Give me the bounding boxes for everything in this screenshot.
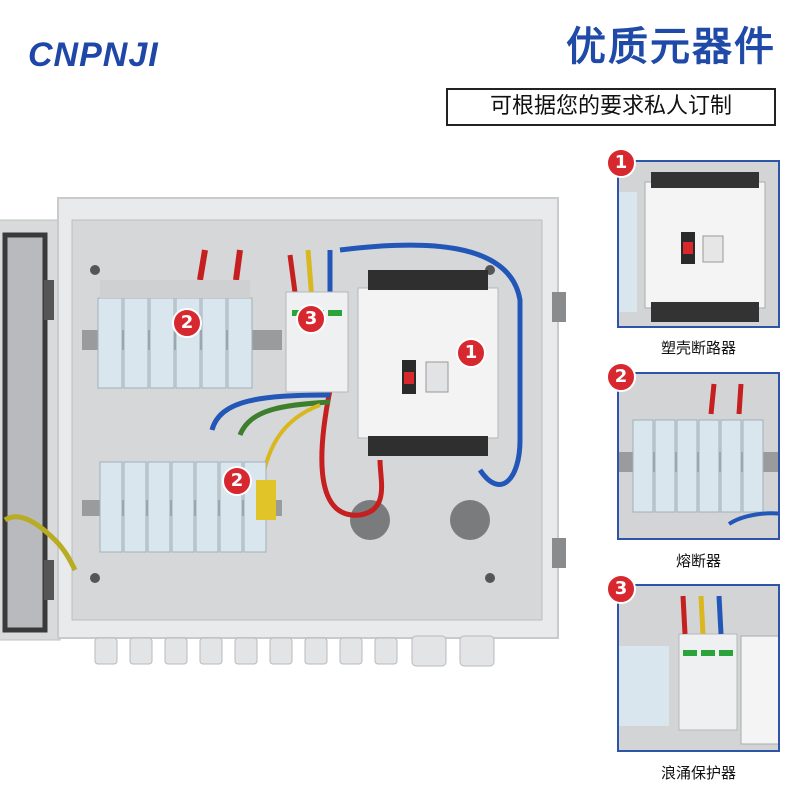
callout-badge-1: 1 bbox=[606, 148, 636, 178]
callout-badge-2: 2 bbox=[606, 362, 636, 392]
combiner-box-illustration bbox=[0, 197, 566, 667]
badge-mccb: 1 bbox=[456, 338, 486, 368]
headline: 优质元器件 bbox=[566, 24, 776, 70]
badge-fuse-bottom: 2 bbox=[222, 466, 252, 496]
callout-panel-spd bbox=[617, 584, 780, 752]
badge-spd: 3 bbox=[296, 304, 326, 334]
caption-fuse: 熔断器 bbox=[675, 552, 721, 570]
callout-panel-breaker bbox=[617, 160, 780, 328]
breaker-closeup bbox=[619, 162, 778, 326]
badge-fuse-top: 2 bbox=[172, 308, 202, 338]
caption-breaker: 塑壳断路器 bbox=[660, 339, 736, 357]
fuse-closeup bbox=[619, 374, 778, 538]
brand-logo: CNPNJI bbox=[28, 36, 159, 74]
callout-panel-fuse bbox=[617, 372, 780, 540]
callout-badge-3: 3 bbox=[606, 574, 636, 604]
spd-closeup bbox=[619, 586, 778, 750]
subline-box: 可根据您的要求私人订制 bbox=[446, 88, 776, 126]
caption-spd: 浪涌保护器 bbox=[660, 764, 736, 782]
